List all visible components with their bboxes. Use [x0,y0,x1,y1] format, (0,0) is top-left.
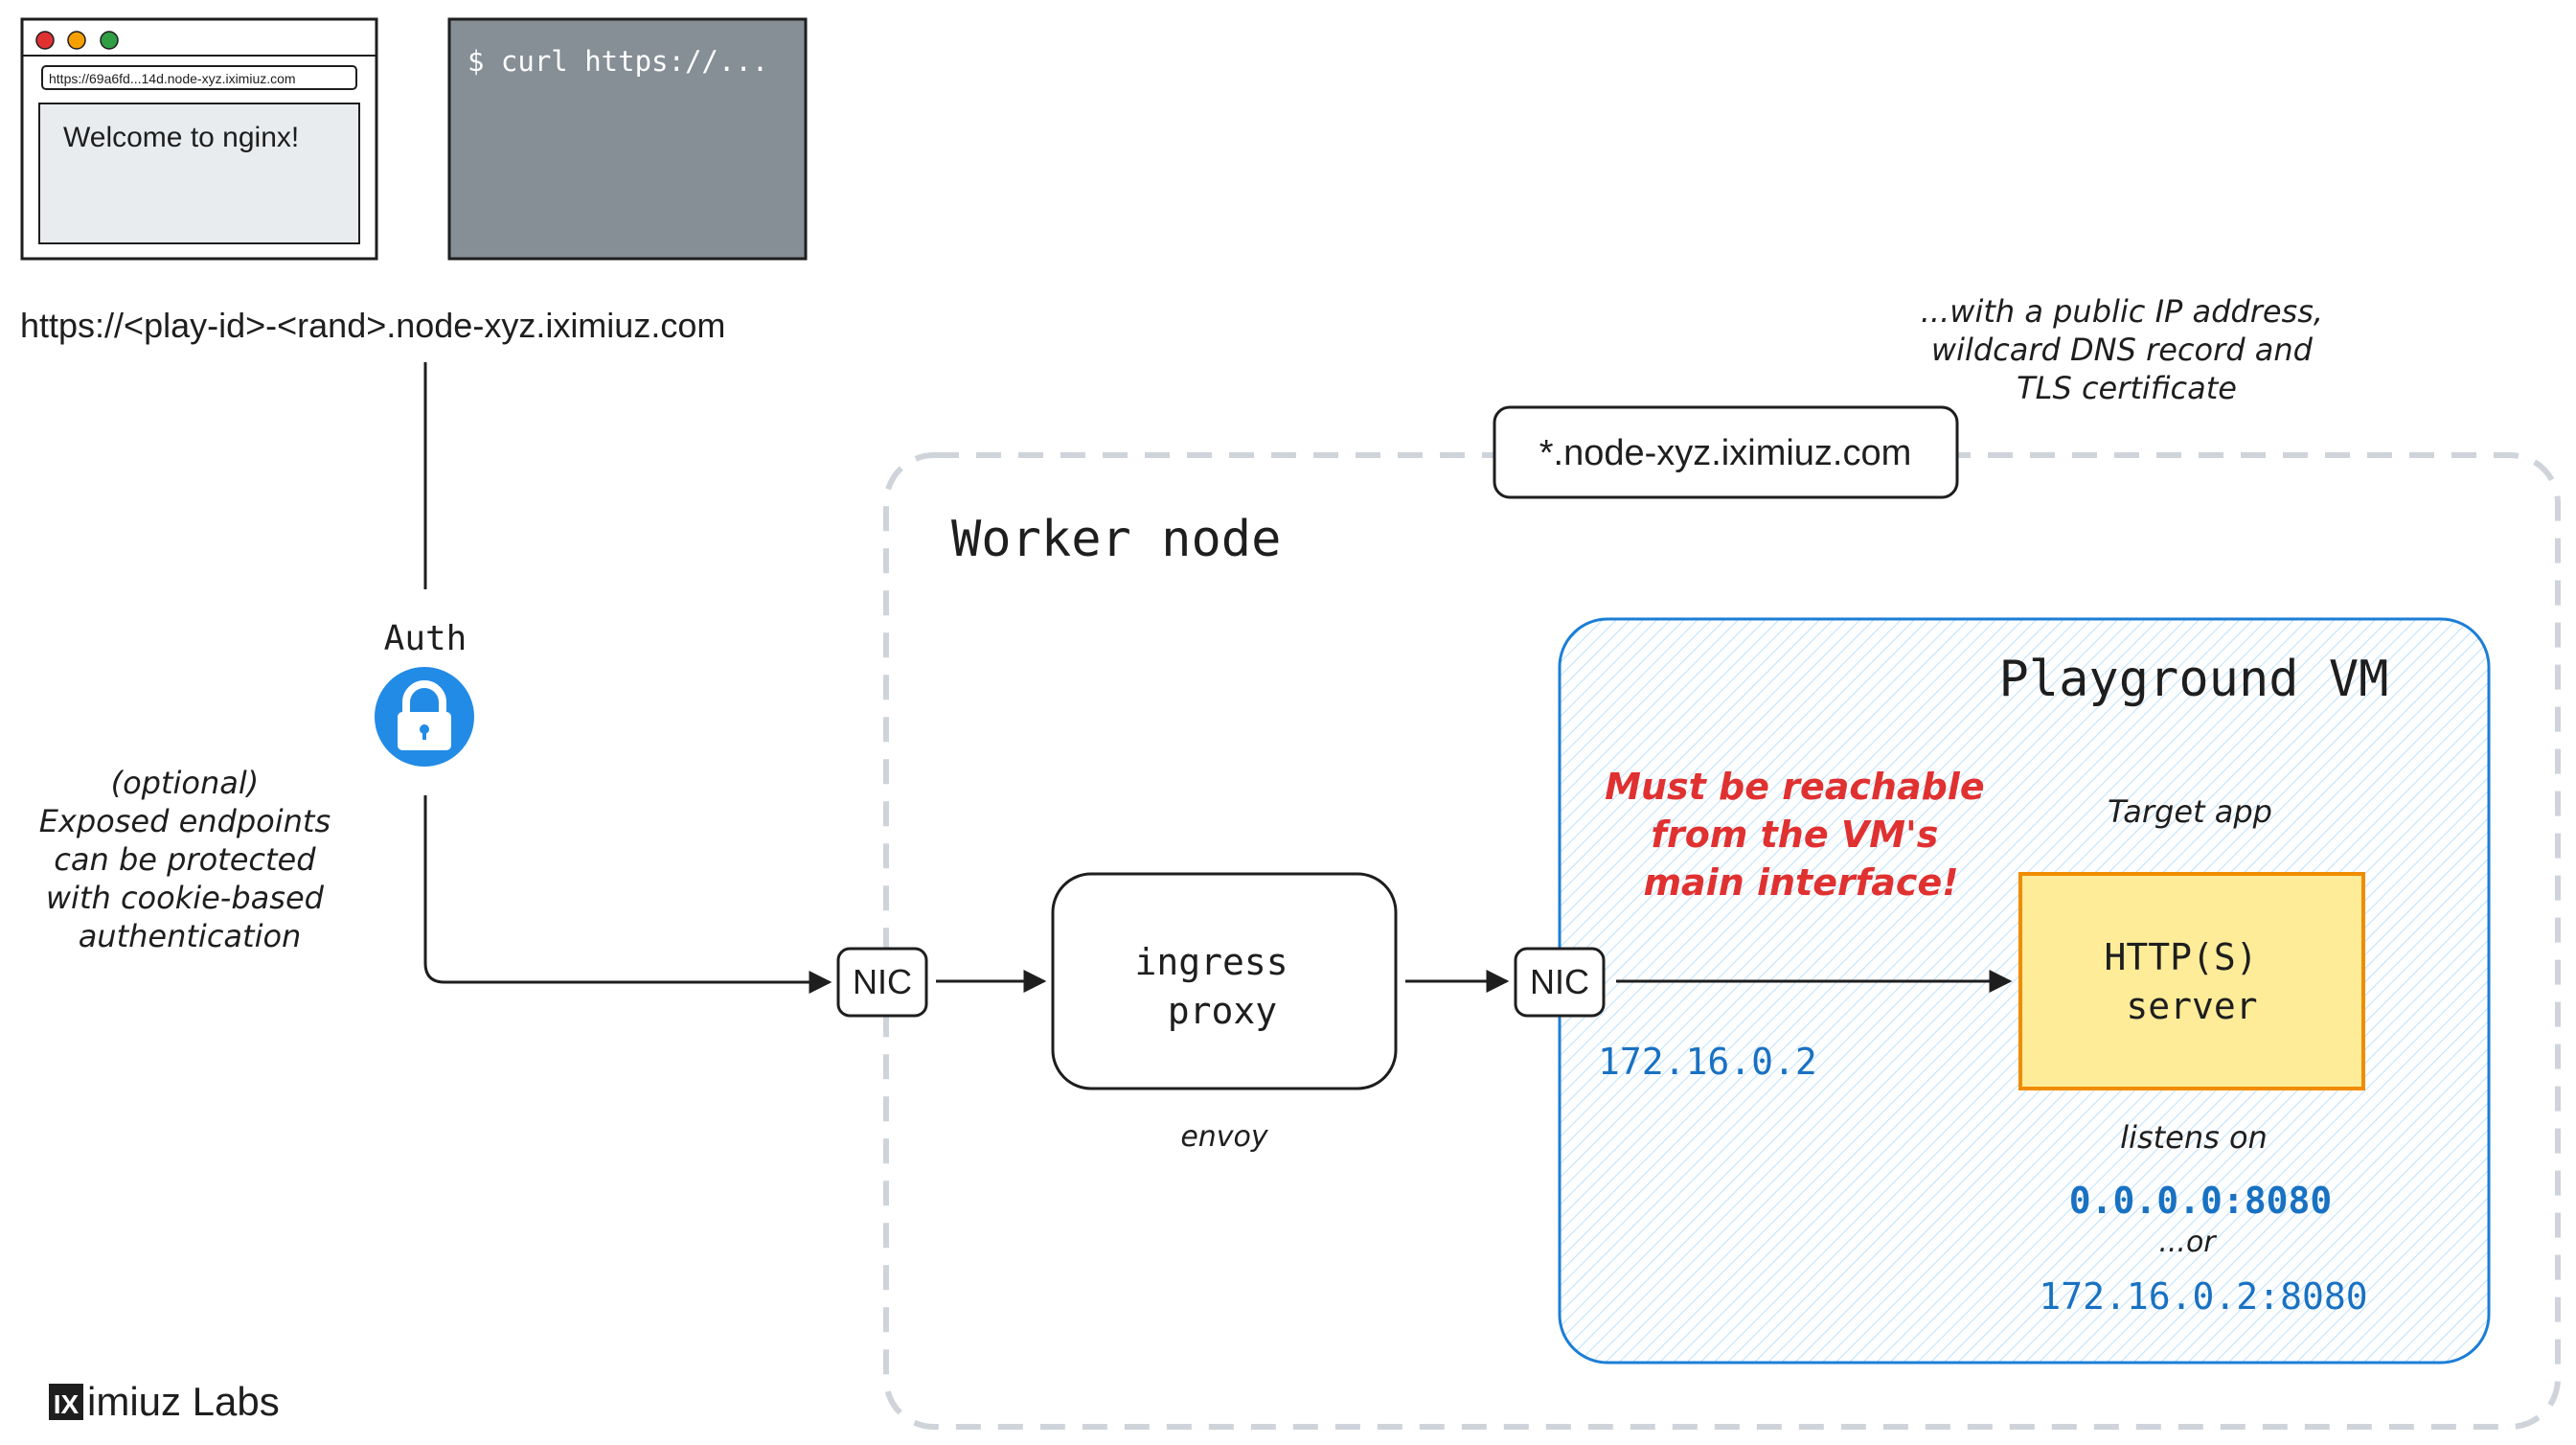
ingress-proxy-line: proxy [1168,990,1277,1032]
dns-note-line: ...with a public IP address, [1921,293,2323,330]
ingress-proxy-label: ingress proxy [1134,941,1310,1032]
http-server-line: HTTP(S) [2104,936,2257,978]
listen-address-2: 172.16.0.2:8080 [2039,1275,2367,1318]
browser-url: https://69a6fd...14d.node-xyz.iximiuz.co… [49,71,296,86]
auth-note-line: (optional) [111,765,260,801]
auth-to-nic-arrow [423,795,832,994]
warning-line: from the VM's [1651,814,1938,856]
warning-line: Must be reachable [1605,766,1984,808]
browser-address-bar [41,65,357,90]
auth-note-line: authentication [79,918,302,954]
terminal-command: $ curl https://... [467,45,768,78]
logo-mark-text: IX [54,1389,80,1419]
browser-viewport [38,103,360,244]
minimize-dot-icon [67,31,86,50]
maximize-dot-icon [100,31,119,50]
wildcard-domain: *.node-xyz.iximiuz.com [1539,433,1912,473]
http-server-box [2018,872,2365,1090]
ingress-proxy-line: ingress [1134,941,1288,983]
http-server-line: server [2126,985,2257,1027]
auth-label: Auth [384,619,467,658]
nic-left-label: NIC [853,962,912,1001]
browser-window: https://69a6fd...14d.node-xyz.iximiuz.co… [20,17,378,261]
wildcard-domain-box [1493,405,1959,499]
playground-vm-label: Playground VM [1999,651,2389,708]
vm-ip: 172.16.0.2 [1598,1041,1817,1083]
reachability-warning: Must be reachable from the VM's main int… [1605,766,1997,904]
iximiuz-logo: IX imiuz Labs [49,1379,280,1424]
close-dot-icon [35,31,55,50]
listens-on-label: listens on [2120,1119,2268,1156]
auth-note-line: with cookie-based [46,880,325,916]
ingress-proxy-box [1051,872,1398,1090]
dns-note-line: TLS certificate [2017,370,2237,406]
auth-note-line: Exposed endpoints [39,803,331,839]
nic-vm-label: NIC [1530,962,1589,1001]
auth-note: (optional) Exposed endpoints can be prot… [39,765,341,954]
worker-node-label: Worker node [951,511,1281,568]
listen-address-1: 0.0.0.0:8080 [2069,1180,2333,1222]
nic-left-box [836,947,928,1018]
nic-vm-box [1514,947,1606,1018]
http-server-label: HTTP(S) server [2104,936,2279,1027]
browser-page-text: Welcome to nginx! [63,122,299,153]
terminal-window: $ curl https://... [447,17,808,261]
or-label: ...or [2158,1226,2217,1259]
target-app-caption: Target app [2108,793,2272,830]
worker-node-boundary [883,452,2561,1430]
public-url: https://<play-id>-<rand>.node-xyz.iximiu… [20,306,725,345]
dns-note-line: wildcard DNS record and [1931,332,2314,368]
logo-text: imiuz Labs [87,1379,280,1424]
ingress-caption: envoy [1180,1120,1269,1154]
auth-note-line: can be protected [54,841,316,878]
logo-mark [49,1384,83,1420]
lock-icon [375,667,474,767]
dns-note: ...with a public IP address, wildcard DN… [1921,293,2333,406]
warning-line: main interface! [1643,861,1958,904]
